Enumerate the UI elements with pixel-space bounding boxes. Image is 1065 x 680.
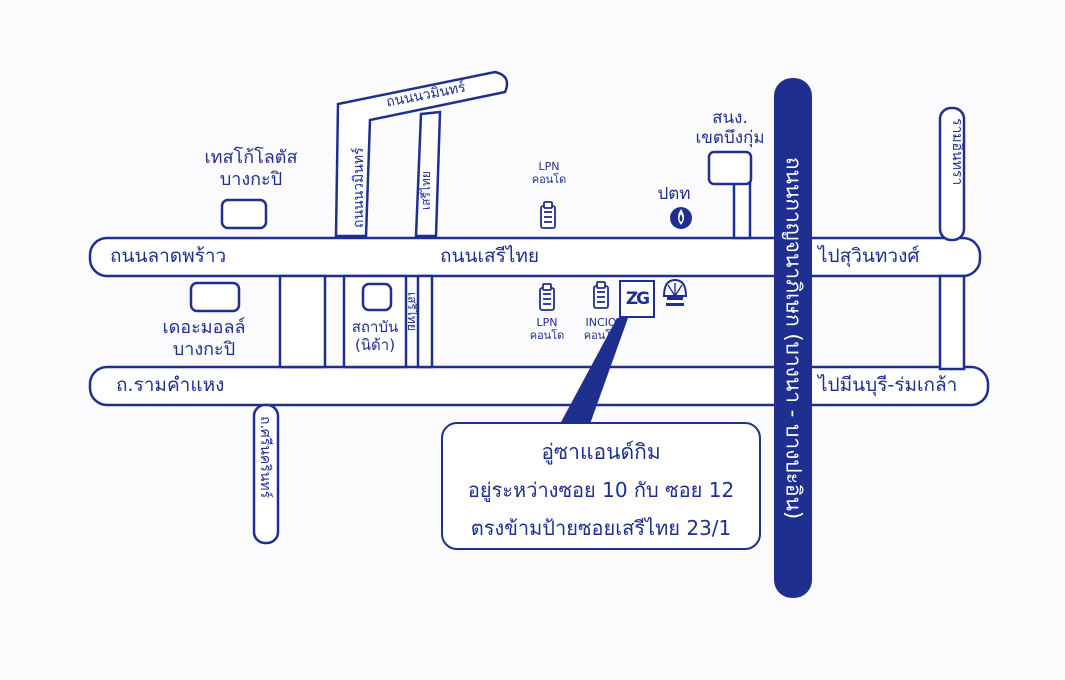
place-incio-line2: คอนโด — [583, 329, 619, 343]
zg-logo: ZG — [619, 280, 655, 318]
place-lpn-top-line1: LPN — [538, 160, 560, 173]
place-lpn-top-line2: คอนโด — [531, 173, 567, 187]
road-seri-thai-sub — [414, 110, 442, 238]
road-label-srinakarin: ถ.ศรีนครินทร์ — [257, 416, 273, 499]
place-tesco-area: บางกะปิ — [219, 168, 283, 190]
condo-icon — [593, 281, 609, 309]
place-nida: สถาบัน (นิด้า) — [340, 318, 410, 354]
place-lpn-top: LPN คอนโด — [520, 160, 578, 186]
shell-icon — [662, 278, 688, 306]
tesco-building — [220, 198, 268, 230]
place-nida-line2: (นิด้า) — [354, 336, 396, 354]
mall-building — [189, 281, 241, 313]
callout-location: อยู่ระหว่างซอย 10 กับ ซอย 12 — [467, 478, 735, 502]
place-lpn-bottom-line2: คอนโด — [529, 329, 565, 343]
place-nida-line1: สถาบัน — [351, 318, 399, 336]
place-lpn-bottom-line1: LPN — [536, 316, 558, 329]
place-district-office: สนง. เขตบึงกุ่ม — [680, 108, 780, 149]
place-tesco-name: เทสโก้โลตัส — [204, 147, 298, 168]
gas-station-icon — [670, 207, 692, 229]
road-right-vertical — [938, 106, 966, 242]
place-mall-area: บางกะปิ — [172, 338, 236, 360]
bangna-expressway — [774, 78, 812, 598]
place-mall: เดอะมอลล์ บางกะปิ — [146, 317, 262, 360]
callout-shop-name: อู่ซาแอนด์กิม — [541, 440, 661, 464]
road-label-to-minburi: ไปมีนบุรี-ร่มเกล้า — [818, 374, 958, 396]
district-office-building — [707, 150, 753, 186]
road-ramkhamhaeng — [88, 365, 990, 407]
condo-icon — [539, 283, 555, 311]
road-label-serithai-upper: เสรีไทย — [419, 171, 433, 210]
place-ptt: ปตท — [657, 184, 691, 204]
road-srinakarin — [252, 403, 280, 545]
place-district-office-line1: สนง. — [712, 108, 748, 128]
callout-pointer — [560, 318, 628, 424]
place-incio-line1: INCIO — [585, 316, 617, 329]
road-lat-phrao-seri-thai — [88, 236, 982, 278]
place-incio: INCIO คอนโด — [572, 316, 630, 342]
condo-icon — [540, 201, 556, 229]
bangna-expressway-text: ถนนกาญจนาภิเษก (บางนา - บางปะอิน) — [781, 156, 806, 520]
road-right-vertical-middle — [938, 274, 966, 371]
road-label-lat-phrao: ถนนลาดพร้าว — [110, 245, 227, 267]
road-label-to-sukhumvit: ไปสุวินทวงศ์ — [818, 245, 920, 267]
callout-landmark: ตรงข้ามป้ายซอยเสรีไทย 23/1 — [470, 516, 732, 540]
place-mall-name: เดอะมอลล์ — [162, 317, 246, 338]
road-district-link — [732, 174, 752, 240]
place-lpn-bottom: LPN คอนโด — [518, 316, 576, 342]
road-label-nawamin-left: ถนนนวมินทร์ — [351, 147, 367, 228]
road-label-seri-thai: ถนนเสรีไทย — [440, 245, 539, 267]
road-nawamin-diagonal — [334, 70, 509, 238]
block-between-left — [278, 274, 327, 369]
road-label-ramkhamhaeng: ถ.รามคำแหง — [116, 374, 225, 396]
place-tesco: เทสโก้โลตัส บางกะปิ — [196, 147, 306, 190]
place-district-office-line2: เขตบึงกุ่ม — [695, 128, 765, 149]
block-nida — [342, 274, 408, 369]
nida-building — [361, 282, 393, 312]
shop-callout: อู่ซาแอนด์กิม อยู่ระหว่างซอย 10 กับ ซอย … — [441, 422, 761, 550]
road-serithai-lower — [416, 274, 434, 369]
road-label-right-vertical: รามอินทรา — [949, 118, 965, 186]
